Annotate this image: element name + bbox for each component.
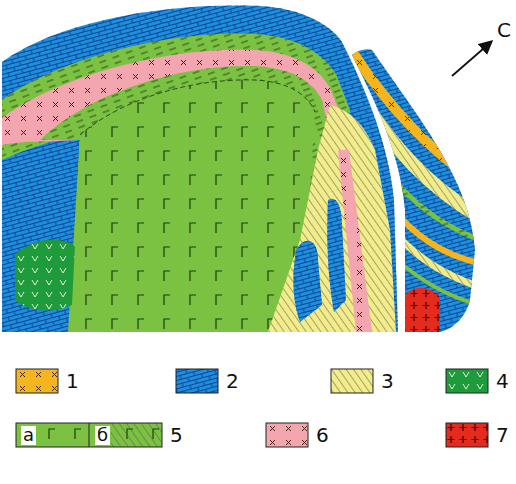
legend-swatch bbox=[15, 422, 163, 448]
legend-subletter: а bbox=[21, 426, 36, 445]
legend-swatch bbox=[175, 368, 219, 394]
legend-swatch bbox=[330, 368, 374, 394]
legend-swatch bbox=[445, 422, 489, 448]
legend-number: 5 bbox=[170, 425, 183, 445]
legend-swatch bbox=[15, 368, 59, 394]
legend-number: 6 bbox=[316, 425, 329, 445]
geologic-map bbox=[0, 0, 516, 340]
legend-number: 1 bbox=[66, 371, 79, 391]
legend-number: 3 bbox=[381, 371, 394, 391]
north-label: С bbox=[497, 20, 511, 40]
legend-subletter: б bbox=[95, 426, 110, 445]
legend-number: 4 bbox=[496, 371, 509, 391]
legend-swatch bbox=[445, 368, 489, 394]
legend-number: 7 bbox=[496, 425, 509, 445]
legend-swatch bbox=[265, 422, 309, 448]
legend-number: 2 bbox=[226, 371, 239, 391]
